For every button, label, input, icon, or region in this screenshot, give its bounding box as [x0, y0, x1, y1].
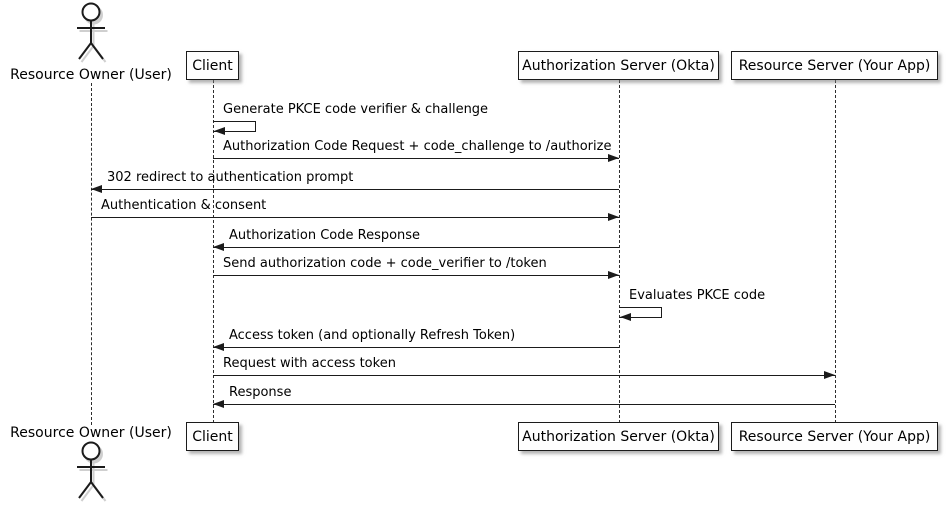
- participant-box-resource-top: Resource Server (Your App): [731, 51, 938, 80]
- message-arrowhead-1: [608, 154, 619, 162]
- message-arrowhead-8: [824, 371, 835, 379]
- actor-label-user-bottom: Resource Owner (User): [10, 425, 172, 441]
- message-arrowhead-4: [213, 243, 224, 251]
- message-arrow-8: [213, 375, 835, 376]
- participant-box-auth-top: Authorization Server (Okta): [518, 51, 719, 80]
- lifeline-auth: [619, 80, 620, 423]
- message-label-3: Authentication & consent: [101, 198, 267, 213]
- self-message-loop-0: [213, 121, 256, 132]
- message-arrowhead-6: [620, 312, 631, 321]
- message-arrowhead-5: [608, 271, 619, 279]
- actor-label-user-top: Resource Owner (User): [10, 67, 172, 83]
- message-arrow-9: [213, 404, 835, 405]
- self-message-loop-6: [619, 307, 662, 318]
- lifeline-resource: [835, 80, 836, 423]
- participant-box-resource-bottom: Resource Server (Your App): [731, 422, 938, 451]
- message-label-5: Send authorization code + code_verifier …: [223, 256, 547, 271]
- participant-box-client-top: Client: [186, 51, 239, 80]
- message-arrowhead-3: [608, 213, 619, 221]
- message-label-1: Authorization Code Request + code_challe…: [223, 139, 612, 154]
- message-arrow-5: [213, 275, 619, 276]
- message-label-6: Evaluates PKCE code: [629, 288, 766, 303]
- participant-label-client-bottom: Client: [192, 428, 233, 445]
- message-arrowhead-2: [91, 185, 102, 193]
- message-arrowhead-0: [214, 126, 225, 135]
- actor-figure-user-bottom: [69, 441, 113, 503]
- message-arrow-4: [213, 247, 619, 248]
- message-arrowhead-7: [213, 343, 224, 351]
- message-label-7: Access token (and optionally Refresh Tok…: [229, 328, 516, 343]
- message-arrowhead-9: [213, 400, 224, 408]
- message-label-4: Authorization Code Response: [229, 228, 421, 243]
- actor-figure-user-top: [69, 2, 113, 64]
- lifeline-user: [91, 83, 92, 425]
- participant-label-resource-bottom: Resource Server (Your App): [738, 428, 931, 445]
- participant-label-resource-top: Resource Server (Your App): [738, 57, 931, 74]
- message-label-2: 302 redirect to authentication prompt: [107, 170, 354, 185]
- participant-label-client-top: Client: [192, 57, 233, 74]
- message-arrow-2: [91, 189, 619, 190]
- message-label-8: Request with access token: [223, 356, 396, 371]
- message-label-9: Response: [229, 385, 292, 400]
- participant-box-auth-bottom: Authorization Server (Okta): [518, 422, 719, 451]
- message-arrow-1: [213, 158, 619, 159]
- participant-label-auth-bottom: Authorization Server (Okta): [522, 428, 715, 445]
- message-label-0: Generate PKCE code verifier & challenge: [223, 102, 489, 117]
- message-arrow-7: [213, 347, 619, 348]
- participant-label-auth-top: Authorization Server (Okta): [522, 57, 715, 74]
- lifeline-client: [213, 80, 214, 423]
- message-arrow-3: [91, 217, 619, 218]
- participant-box-client-bottom: Client: [186, 422, 239, 451]
